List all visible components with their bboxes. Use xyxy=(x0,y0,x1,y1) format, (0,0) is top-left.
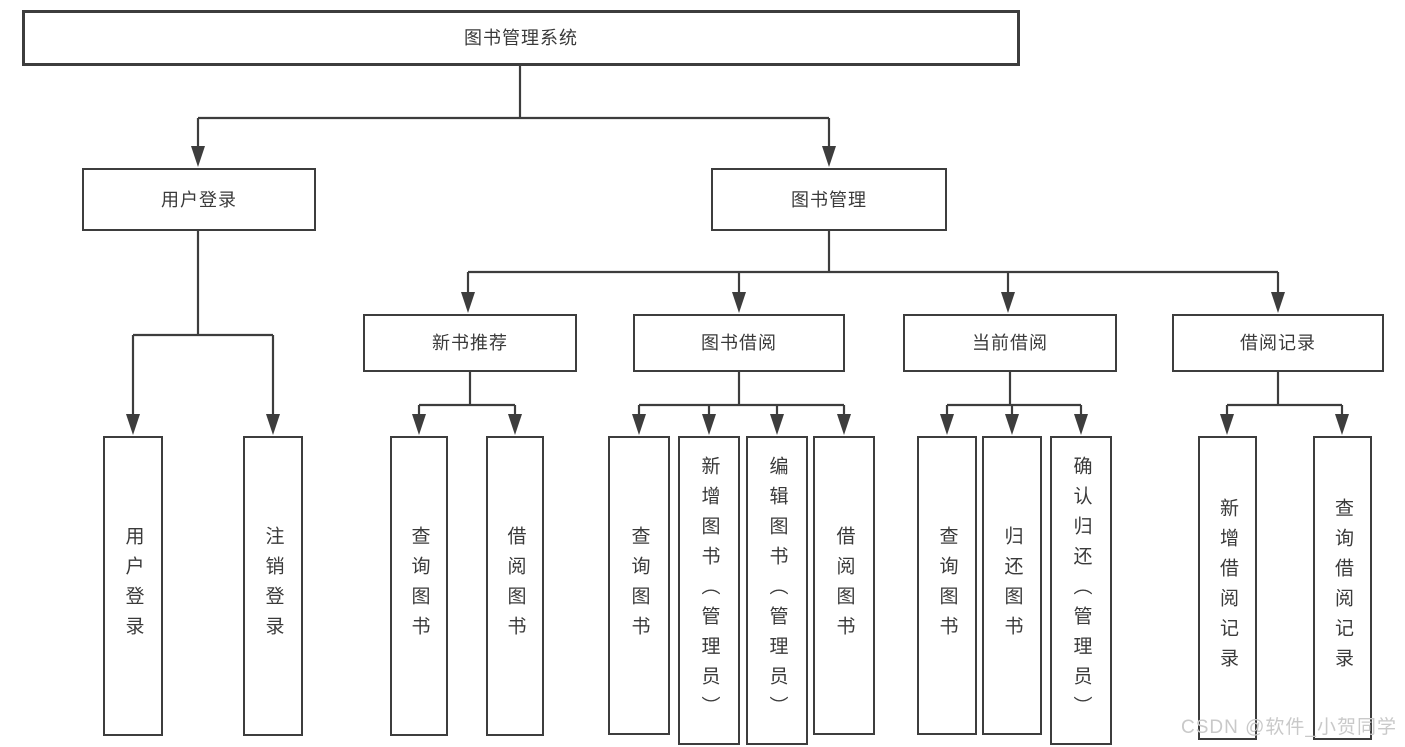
leaf-bb-query-books: 查询图书 xyxy=(608,436,670,735)
leaf-cb-return-books: 归还图书 xyxy=(982,436,1042,735)
node-current-borrow: 当前借阅 xyxy=(903,314,1117,372)
node-root: 图书管理系统 xyxy=(22,10,1020,66)
leaf-rec-query-books: 查询图书 xyxy=(390,436,448,736)
leaf-bb-edit-books-admin: 编辑图书（管理员） xyxy=(746,436,808,745)
leaf-br-query-record: 查询借阅记录 xyxy=(1313,436,1372,740)
leaf-bb-borrow-books: 借阅图书 xyxy=(813,436,875,735)
leaf-bb-add-books-admin: 新增图书（管理员） xyxy=(678,436,740,745)
node-new-book-recommend: 新书推荐 xyxy=(363,314,577,372)
node-user-login: 用户登录 xyxy=(82,168,316,231)
node-book-management: 图书管理 xyxy=(711,168,947,231)
leaf-cb-query-books: 查询图书 xyxy=(917,436,977,735)
leaf-br-add-record: 新增借阅记录 xyxy=(1198,436,1257,740)
leaf-cb-confirm-return-admin: 确认归还（管理员） xyxy=(1050,436,1112,745)
leaf-user-login: 用户登录 xyxy=(103,436,163,736)
leaf-logout: 注销登录 xyxy=(243,436,303,736)
node-borrow-records: 借阅记录 xyxy=(1172,314,1384,372)
watermark: CSDN @软件_小贺同学 xyxy=(1181,717,1397,738)
leaf-rec-borrow-books: 借阅图书 xyxy=(486,436,544,736)
node-book-borrow: 图书借阅 xyxy=(633,314,845,372)
